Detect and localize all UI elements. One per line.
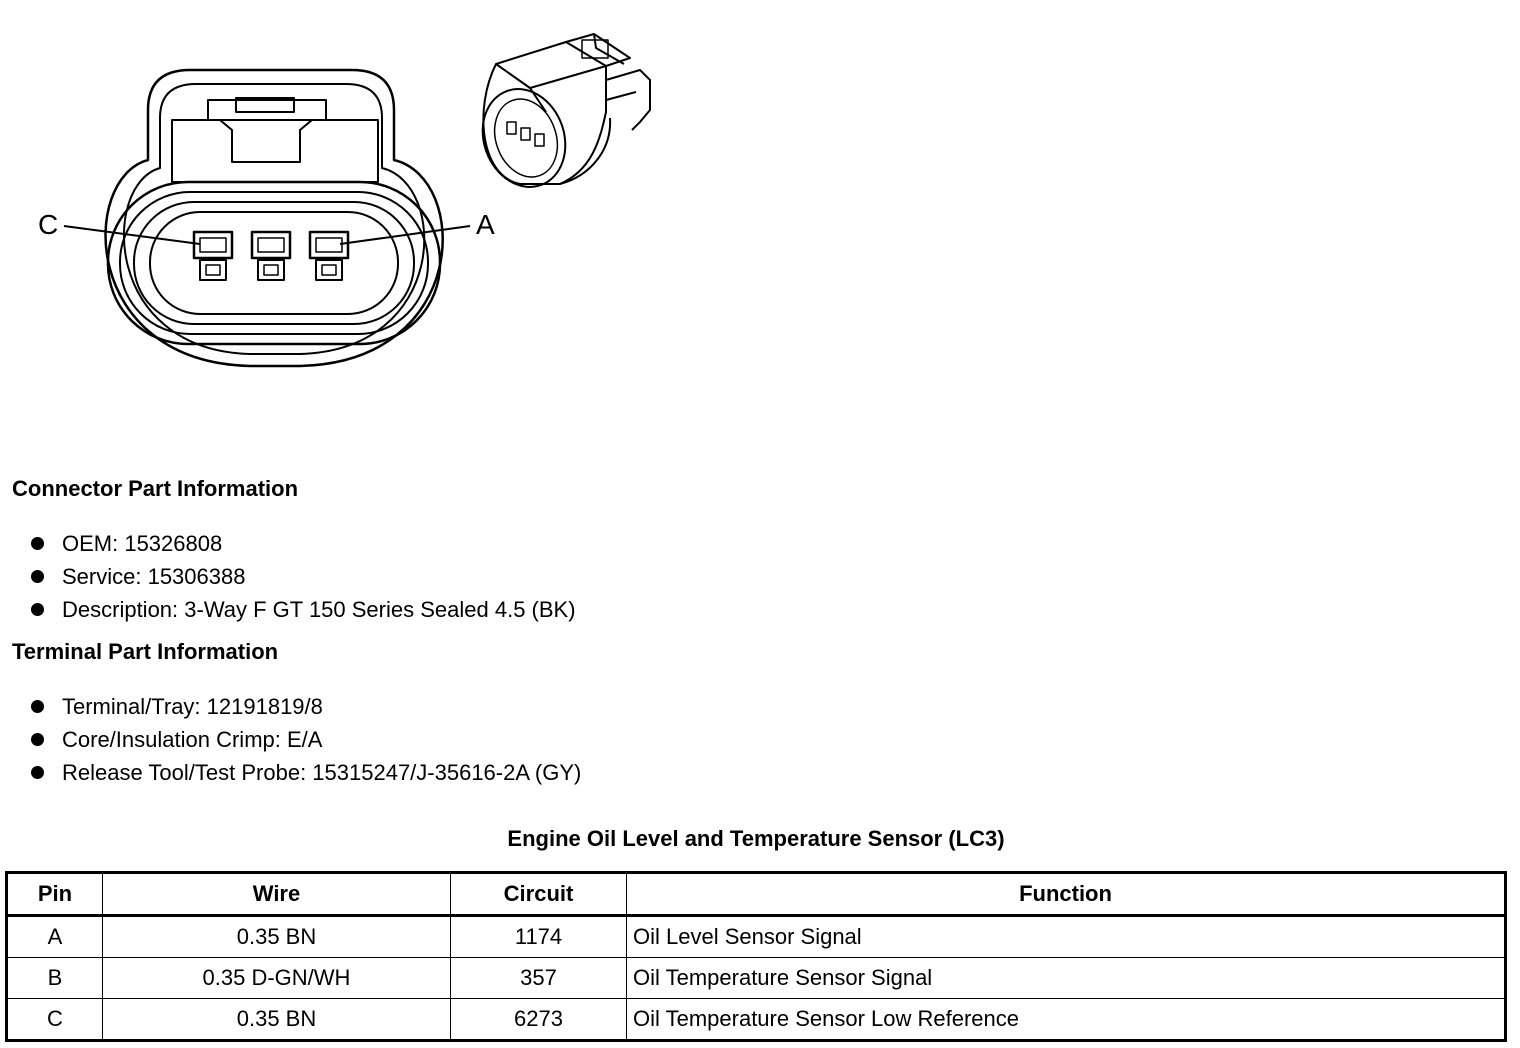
connector-part-info-list: OEM: 15326808 Service: 15306388 Descript… bbox=[28, 527, 576, 626]
cell-wire: 0.35 BN bbox=[102, 998, 451, 1041]
terminal-c bbox=[192, 230, 234, 281]
connector-3d-illustration bbox=[481, 33, 651, 188]
header-circuit: Circuit bbox=[450, 872, 627, 917]
bullet-icon bbox=[31, 700, 44, 713]
leader-line-c bbox=[63, 225, 201, 245]
pin-label-c: C bbox=[38, 209, 58, 240]
leader-line-a bbox=[339, 225, 471, 245]
oem-number: OEM: 15326808 bbox=[62, 531, 223, 556]
list-item: Description: 3-Way F GT 150 Series Seale… bbox=[28, 593, 576, 626]
service-number: Service: 15306388 bbox=[62, 564, 246, 589]
cell-circuit: 357 bbox=[450, 957, 627, 999]
list-item: Service: 15306388 bbox=[28, 560, 576, 593]
table-row: C 0.35 BN 6273 Oil Temperature Sensor Lo… bbox=[6, 998, 1506, 1041]
bullet-icon bbox=[31, 570, 44, 583]
cell-wire: 0.35 D-GN/WH bbox=[102, 957, 451, 999]
list-item: Release Tool/Test Probe: 15315247/J-3561… bbox=[28, 756, 581, 789]
header-pin: Pin bbox=[6, 872, 103, 917]
bullet-icon bbox=[31, 537, 44, 550]
connector-description: Description: 3-Way F GT 150 Series Seale… bbox=[62, 597, 576, 622]
seal-ring-inner bbox=[133, 201, 415, 325]
seal-ring-middle bbox=[119, 191, 429, 335]
cell-function: Oil Temperature Sensor Low Reference bbox=[626, 998, 1506, 1041]
terminal-b bbox=[250, 230, 292, 281]
cell-pin: B bbox=[6, 957, 103, 999]
cell-circuit: 6273 bbox=[450, 998, 627, 1041]
list-item: Terminal/Tray: 12191819/8 bbox=[28, 690, 581, 723]
connector-part-info-title: Connector Part Information bbox=[12, 476, 299, 501]
seal-ring-outer bbox=[106, 180, 442, 346]
cell-function: Oil Temperature Sensor Signal bbox=[626, 957, 1506, 999]
pinout-table-title: Engine Oil Level and Temperature Sensor … bbox=[507, 826, 1005, 851]
pinout-table: Pin Wire Circuit Function A 0.35 BN 1174… bbox=[5, 871, 1507, 1042]
bullet-icon bbox=[31, 766, 44, 779]
terminal-part-info-title: Terminal Part Information bbox=[12, 639, 279, 664]
terminal-a bbox=[308, 230, 350, 281]
connector-diagram: C A bbox=[38, 33, 651, 368]
release-tool: Release Tool/Test Probe: 15315247/J-3561… bbox=[62, 760, 582, 785]
connector-housing-outline bbox=[104, 68, 444, 368]
connector-housing-inner-outline bbox=[123, 83, 426, 355]
list-item: Core/Insulation Crimp: E/A bbox=[28, 723, 581, 756]
cavity-face bbox=[149, 211, 399, 315]
table-row: B 0.35 D-GN/WH 357 Oil Temperature Senso… bbox=[6, 957, 1506, 999]
bullet-icon bbox=[31, 603, 44, 616]
table-header-row: Pin Wire Circuit Function bbox=[6, 872, 1506, 917]
latch-tab bbox=[207, 99, 327, 163]
cell-wire: 0.35 BN bbox=[102, 915, 451, 958]
table-row: A 0.35 BN 1174 Oil Level Sensor Signal bbox=[6, 915, 1506, 958]
terminal-tray: Terminal/Tray: 12191819/8 bbox=[62, 694, 323, 719]
latch-box bbox=[171, 119, 379, 183]
latch-window bbox=[235, 97, 295, 113]
core-insulation-crimp: Core/Insulation Crimp: E/A bbox=[62, 727, 323, 752]
cell-function: Oil Level Sensor Signal bbox=[626, 915, 1506, 958]
list-item: OEM: 15326808 bbox=[28, 527, 576, 560]
cell-circuit: 1174 bbox=[450, 915, 627, 958]
bullet-icon bbox=[31, 733, 44, 746]
pin-label-a: A bbox=[476, 209, 495, 240]
cell-pin: C bbox=[6, 998, 103, 1041]
cell-pin: A bbox=[6, 915, 103, 958]
header-wire: Wire bbox=[102, 872, 451, 917]
header-function: Function bbox=[626, 872, 1506, 917]
terminal-part-info-list: Terminal/Tray: 12191819/8 Core/Insulatio… bbox=[28, 690, 581, 789]
